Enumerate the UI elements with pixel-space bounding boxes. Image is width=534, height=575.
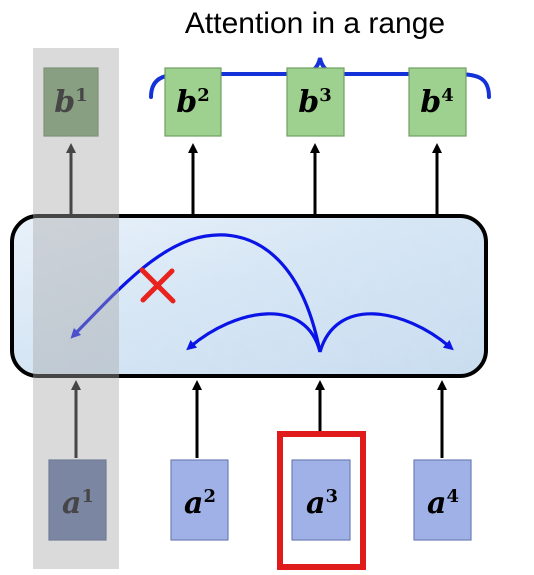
self-attention-layer: [10, 214, 488, 378]
output-arrows: [66, 143, 442, 214]
input-label-a2: a2: [184, 486, 216, 521]
output-label-b4: b4: [420, 85, 454, 120]
input-label-a4: a4: [427, 486, 459, 521]
input-label-a1: a1: [62, 486, 94, 521]
output-box-b4: [408, 67, 467, 137]
input-box-a3: [291, 459, 351, 541]
input-box-a2: [170, 459, 229, 541]
masked-column: [33, 48, 119, 569]
red-x-icon: [139, 267, 176, 304]
layer-texture: [14, 218, 484, 374]
output-box-b2: [164, 67, 222, 137]
output-label-b3: b3: [298, 85, 332, 120]
output-box-b3: [286, 67, 345, 137]
output-box-b1: [43, 67, 99, 137]
diagram-title: Attention in a range: [185, 7, 445, 40]
attention-arrow-to-a1: [70, 233, 322, 353]
output-label-b1: b1: [54, 85, 88, 120]
input-box-a1: [48, 459, 107, 541]
output-row: b1 b2 b3 b4: [43, 67, 467, 137]
input-label-a3: a3: [306, 486, 338, 521]
input-box-a4: [413, 459, 472, 541]
attention-arrows: [70, 233, 454, 353]
highlight-frame-a3: [277, 431, 366, 570]
input-row: a1 a2 a3 a4: [48, 459, 472, 541]
output-label-b2: b2: [176, 85, 210, 120]
input-arrows: [71, 380, 447, 458]
attention-arrow-to-a2: [186, 312, 322, 353]
attention-arrow-to-a4: [318, 312, 454, 353]
